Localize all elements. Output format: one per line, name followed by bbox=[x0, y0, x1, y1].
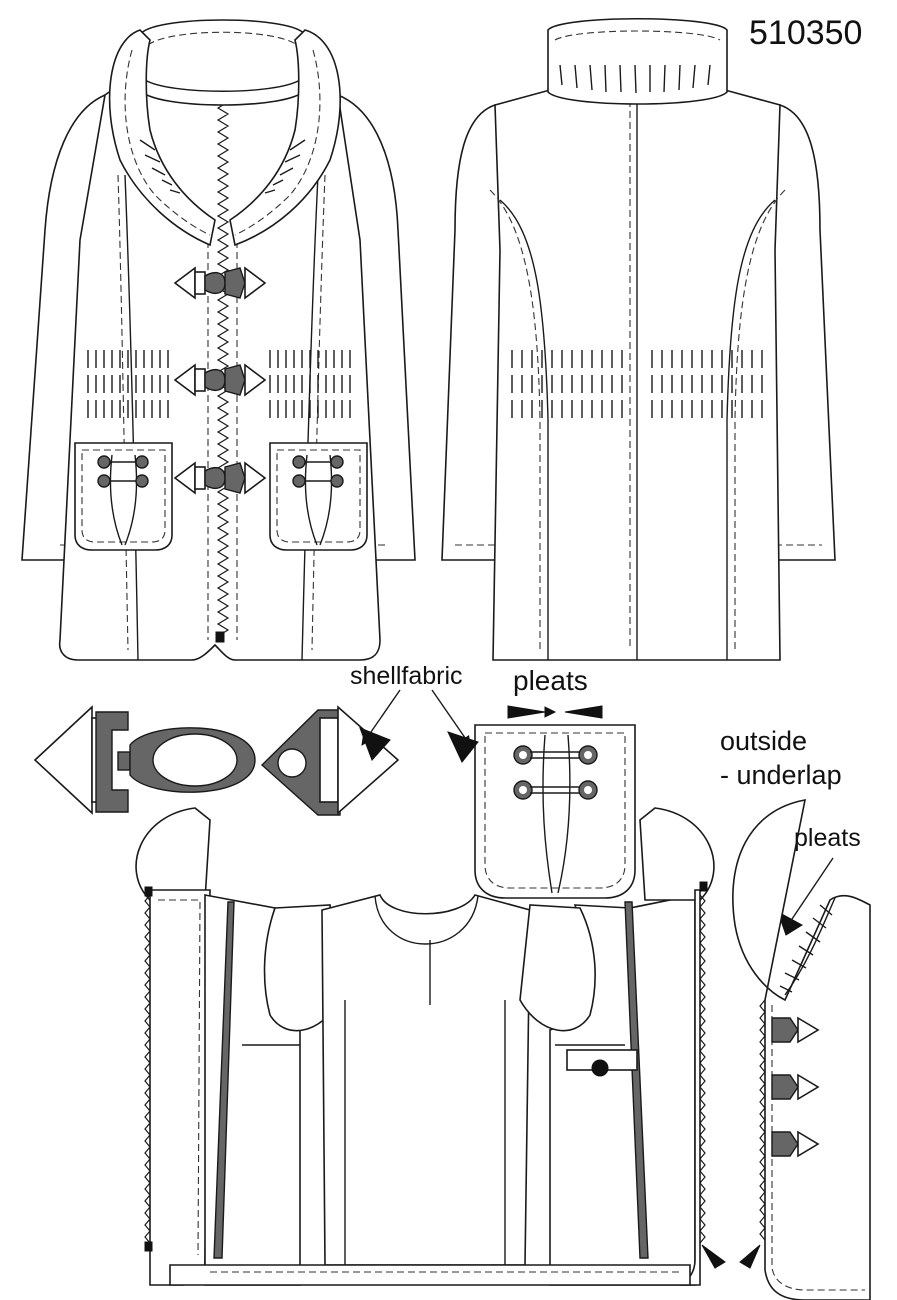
inside-pocket-button bbox=[591, 1059, 609, 1077]
back-stand-collar bbox=[547, 17, 728, 105]
pleats-label-pocket: pleats bbox=[513, 665, 588, 696]
front-zipper bbox=[216, 59, 230, 637]
back-view-jacket bbox=[441, 17, 836, 661]
front-toggle-closure-3 bbox=[173, 461, 267, 495]
front-left-pocket bbox=[74, 442, 173, 551]
pocket-detail bbox=[474, 705, 636, 899]
back-waist-pleats bbox=[511, 350, 763, 418]
front-stand-collar bbox=[139, 19, 306, 106]
outside-label-line1: outside bbox=[720, 726, 808, 756]
front-shawl-collar-left bbox=[108, 29, 216, 247]
front-toggle-closure-1 bbox=[173, 266, 267, 300]
pleats-label-underlap: pleats bbox=[794, 824, 861, 852]
outside-underlap-label: outside - underlap bbox=[720, 724, 842, 792]
front-toggle-closure-2 bbox=[173, 363, 267, 397]
inside-view-jacket bbox=[135, 807, 726, 1286]
underlap-detail bbox=[732, 799, 871, 1300]
shellfabric-label: shellfabric bbox=[350, 662, 463, 690]
toggle-closure-detail bbox=[33, 705, 400, 816]
front-shawl-collar-right bbox=[229, 29, 341, 247]
inside-back-lining bbox=[321, 894, 531, 1266]
front-view-jacket bbox=[21, 19, 416, 661]
front-right-pocket bbox=[269, 442, 368, 551]
model-number-label: 510350 bbox=[749, 14, 863, 52]
outside-label-line2: - underlap bbox=[720, 760, 842, 790]
front-waist-pleats bbox=[87, 350, 351, 418]
